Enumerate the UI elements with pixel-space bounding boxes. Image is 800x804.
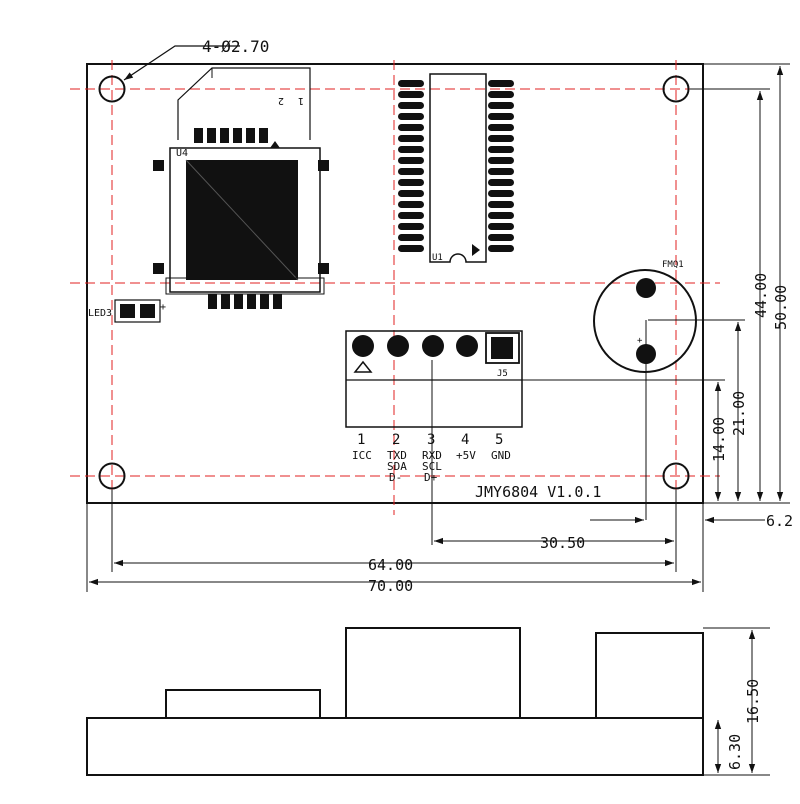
- dim-side-total-height: 16.50: [744, 679, 762, 724]
- pin-function: ICC: [352, 449, 372, 462]
- fmq1-label: FMQ1: [662, 260, 684, 270]
- u1-pin: [488, 135, 514, 142]
- u1-pin: [488, 91, 514, 98]
- u1-pin: [488, 179, 514, 186]
- u1-pin: [488, 234, 514, 241]
- buzzer-fmq1: FMQ1 +: [593, 260, 697, 373]
- pin-number: 2: [392, 432, 400, 448]
- pin-number: 4: [461, 432, 469, 448]
- pin-function-alt: D+: [424, 471, 438, 484]
- pin-function-alt: SDA: [387, 460, 407, 473]
- led3: LED3 +: [88, 299, 166, 323]
- u1-pin: [398, 80, 424, 87]
- dimension-lines: 70.00 64.00 30.50 6.2 50.00 44.00 21.00 …: [86, 63, 793, 595]
- u1-pin: [398, 201, 424, 208]
- mounting-hole: [98, 75, 126, 103]
- u1-pin: [398, 179, 424, 186]
- u1-pin: [398, 135, 424, 142]
- side-card-slot: [165, 689, 321, 719]
- led3-label: LED3: [88, 308, 112, 319]
- u1-pin: [488, 168, 514, 175]
- pin-number: 1: [357, 432, 365, 448]
- u1-pin: [488, 212, 514, 219]
- dim-hole-spacing-x: 64.00: [368, 556, 413, 574]
- u1-pin: [398, 157, 424, 164]
- pin-function: +5V: [456, 449, 476, 462]
- u1-pin: [398, 146, 424, 153]
- u1-pin: [488, 201, 514, 208]
- led3-plus: +: [160, 302, 166, 313]
- dim-edge-offset: 6.2: [766, 512, 793, 530]
- u1-pin: [398, 102, 424, 109]
- u1-pin: [488, 102, 514, 109]
- pin-function: TXD: [387, 449, 407, 462]
- hole-callout: 4-Ø2.70: [123, 37, 269, 81]
- u1-pin: [488, 124, 514, 131]
- connector-pin: [422, 335, 444, 357]
- dim-connector-y: 14.00: [710, 417, 728, 462]
- mounting-hole: [662, 75, 690, 103]
- pin-function: GND: [491, 449, 511, 462]
- connector-j5: J5: [345, 330, 523, 428]
- dim-buzzer-y: 21.00: [730, 391, 748, 436]
- slot-number-1: 1: [298, 95, 304, 106]
- u1-pin: [488, 157, 514, 164]
- j5-label: J5: [497, 369, 508, 379]
- side-connector: [345, 627, 521, 719]
- connector-pin: [352, 335, 374, 357]
- side-buzzer: [595, 632, 704, 719]
- model-label: JMY6804 V1.0.1: [475, 483, 601, 501]
- buzzer-pin: [636, 278, 656, 298]
- slot-number-2: 2: [278, 95, 284, 106]
- mounting-hole: [662, 462, 690, 490]
- connector-pin: [387, 335, 409, 357]
- u1-pin: [488, 80, 514, 87]
- u1-pin: [398, 124, 424, 131]
- connector-pin-labels: 1 2 3 4 5 ICC TXD RXD +5V GND SDA SCL D-…: [352, 432, 511, 484]
- pin-function-alt: D-: [389, 471, 402, 484]
- u1-pin: [488, 245, 514, 252]
- u1-pin: [488, 223, 514, 230]
- u4-chip: U4: [153, 128, 329, 309]
- u1-pin: [398, 212, 424, 219]
- mounting-hole: [98, 462, 126, 490]
- connector-pin: [456, 335, 478, 357]
- u1-pin: [398, 113, 424, 120]
- u1-pin: [398, 190, 424, 197]
- pin-number: 5: [495, 432, 503, 448]
- u4-label: U4: [176, 148, 188, 159]
- side-board: [86, 717, 704, 776]
- dim-hole-spacing-y: 44.00: [752, 273, 770, 318]
- u1-pin: [398, 91, 424, 98]
- u1-chip: U1: [398, 73, 514, 263]
- dim-side-board-height: 6.30: [726, 734, 744, 770]
- mounting-holes: [98, 75, 690, 490]
- dim-buzzer-x: 30.50: [540, 534, 585, 552]
- buzzer-plus: +: [637, 336, 643, 346]
- hole-callout-label: 4-Ø2.70: [202, 37, 269, 56]
- dim-height-total: 50.00: [772, 285, 790, 330]
- u1-pin: [488, 190, 514, 197]
- u1-pin: [398, 168, 424, 175]
- dim-width-total: 70.00: [368, 577, 413, 595]
- u1-label: U1: [432, 253, 443, 263]
- u1-pin: [488, 146, 514, 153]
- u1-pin: [488, 113, 514, 120]
- connector-pin-square: [491, 337, 513, 359]
- pin-number: 3: [427, 432, 435, 448]
- u1-pin: [398, 223, 424, 230]
- card-slot: 2 1: [177, 67, 311, 140]
- u1-pin: [398, 245, 424, 252]
- side-view: 16.50 6.30: [86, 627, 770, 776]
- u1-pin: [398, 234, 424, 241]
